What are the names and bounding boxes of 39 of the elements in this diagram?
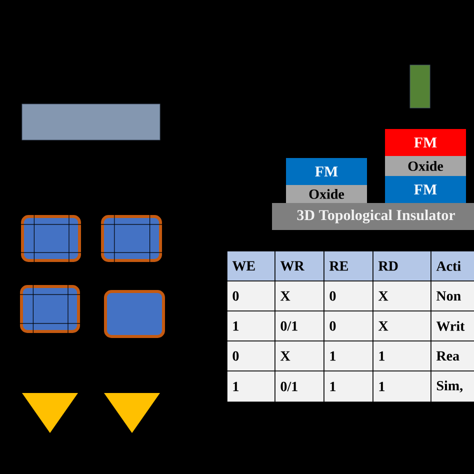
header-cell: WE xyxy=(226,250,276,282)
table-cell: 1 xyxy=(226,370,276,402)
layer-box: Oxide xyxy=(385,156,466,176)
table-cell: 1 xyxy=(324,370,374,402)
table-cell: 0 xyxy=(226,280,276,312)
cell-square xyxy=(20,284,80,334)
table-cell: 0/1 xyxy=(274,310,324,342)
table-cell: X xyxy=(372,280,432,312)
table-cell: 1 xyxy=(372,340,432,372)
table-cell: Sim, xyxy=(430,370,474,402)
table-cell: 0 xyxy=(226,340,276,372)
table-cell: 1 xyxy=(324,340,374,372)
plate-bar xyxy=(22,104,160,140)
triangle-marker xyxy=(104,393,160,433)
table-cell: X xyxy=(274,340,324,372)
table-cell: X xyxy=(372,310,432,342)
table-cell: 1 xyxy=(372,370,432,402)
table-cell: 0 xyxy=(324,280,374,312)
electrode-bar xyxy=(410,64,430,108)
cell-square xyxy=(20,214,82,262)
header-cell: RD xyxy=(372,250,432,282)
table-cell: Rea xyxy=(430,340,474,372)
layer-box: FM xyxy=(385,176,466,203)
header-cell: RE xyxy=(324,250,374,282)
layer-box: Oxide xyxy=(286,185,367,203)
layer-box: FM xyxy=(286,158,367,185)
table-cell: Non xyxy=(430,280,474,312)
cell-square xyxy=(100,214,162,262)
table-cell: Writ xyxy=(430,310,474,342)
cell-square xyxy=(104,290,165,338)
table-cell: 0/1 xyxy=(274,370,324,402)
table-cell: 1 xyxy=(226,310,276,342)
layer-box: FM xyxy=(385,129,466,156)
header-cell: Acti xyxy=(430,250,474,282)
header-cell: WR xyxy=(274,250,324,282)
table-cell: 0 xyxy=(324,310,374,342)
substrate-bar: 3D Topological Insulator xyxy=(272,203,474,230)
table-cell: X xyxy=(274,280,324,312)
triangle-marker xyxy=(22,393,78,433)
